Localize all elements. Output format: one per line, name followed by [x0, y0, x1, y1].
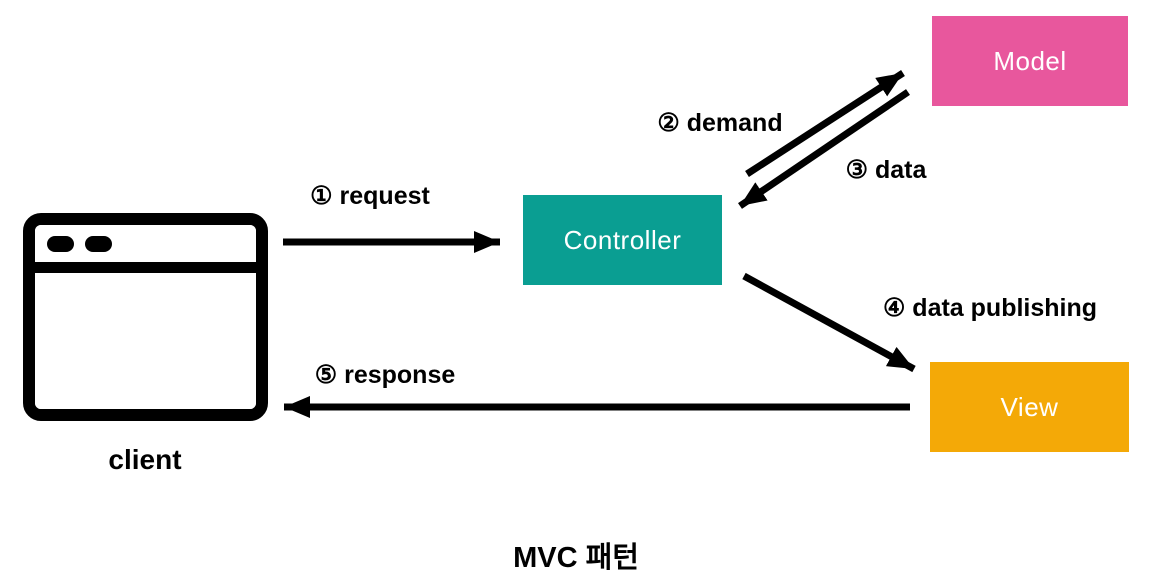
browser-divider [35, 262, 256, 273]
client-browser-icon [23, 213, 268, 421]
browser-pill-icon [85, 235, 112, 252]
data-arrow-label: ③ data [845, 156, 927, 184]
request-arrow-label: ① request [310, 182, 430, 210]
view-node-label: View [1000, 391, 1059, 422]
controller-node: Controller [523, 195, 722, 285]
model-node-label: Model [993, 45, 1067, 76]
data-publishing-arrow-label: ④ data publishing [882, 294, 1098, 322]
data-arrow [738, 89, 910, 209]
browser-topbar [35, 225, 256, 262]
demand-arrow-label: ② demand [657, 109, 783, 137]
model-node: Model [932, 16, 1128, 106]
client-node-label: client [108, 444, 182, 475]
browser-pill-icon [47, 235, 74, 252]
browser-body [35, 273, 256, 409]
view-node: View [930, 362, 1129, 452]
controller-node-label: Controller [563, 224, 682, 255]
data-publishing-arrow [742, 272, 916, 373]
response-arrow-label: ⑤ response [314, 361, 456, 389]
demand-arrow [745, 70, 905, 177]
diagram-title: MVC 패턴 [513, 542, 639, 574]
